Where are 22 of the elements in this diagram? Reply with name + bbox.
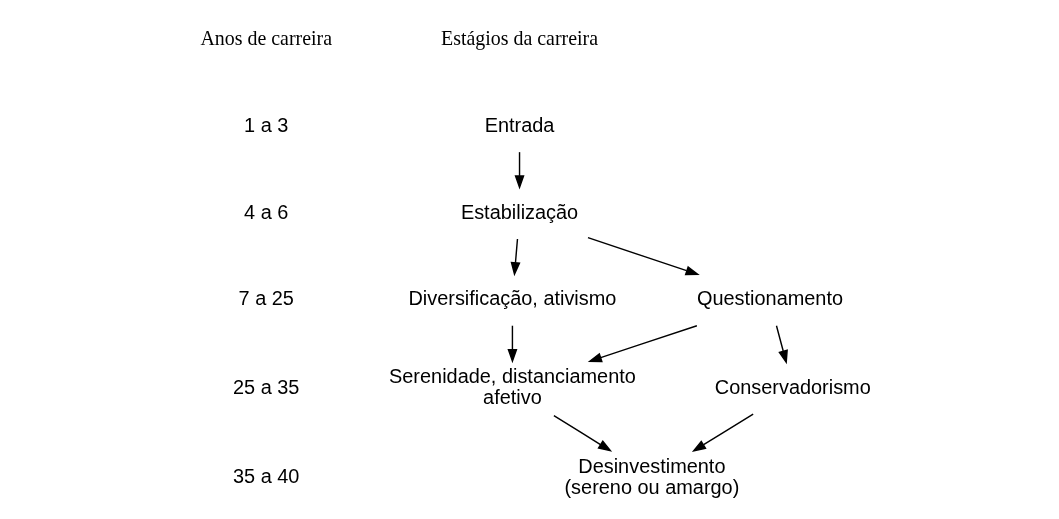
arrow <box>691 413 754 452</box>
arrow <box>587 325 698 363</box>
label: 7 a 25 <box>238 287 294 310</box>
arrow <box>775 325 788 365</box>
label: 25 a 35 <box>233 375 300 398</box>
node-text: Desinvestimento (sereno ou amargo) <box>564 454 740 498</box>
arrow <box>553 414 613 452</box>
arrow <box>587 236 700 276</box>
node-text: Conservadorismo <box>714 375 871 398</box>
node-text: Entrada <box>484 113 555 136</box>
label: 35 a 40 <box>233 465 300 488</box>
label: 1 a 3 <box>244 113 289 136</box>
arrow <box>507 325 518 364</box>
arrow <box>510 238 521 277</box>
node-text: Questionamento <box>696 287 844 310</box>
node-text: Diversificação, ativismo <box>408 287 617 310</box>
label: Anos de carreira <box>200 26 332 49</box>
node-text: Estabilização <box>460 200 579 223</box>
label: 4 a 6 <box>244 200 289 223</box>
node-text: Serenidade, distanciamento afetivo <box>389 364 636 409</box>
arrow <box>514 151 525 190</box>
label: Estágios da carreira <box>441 26 599 49</box>
